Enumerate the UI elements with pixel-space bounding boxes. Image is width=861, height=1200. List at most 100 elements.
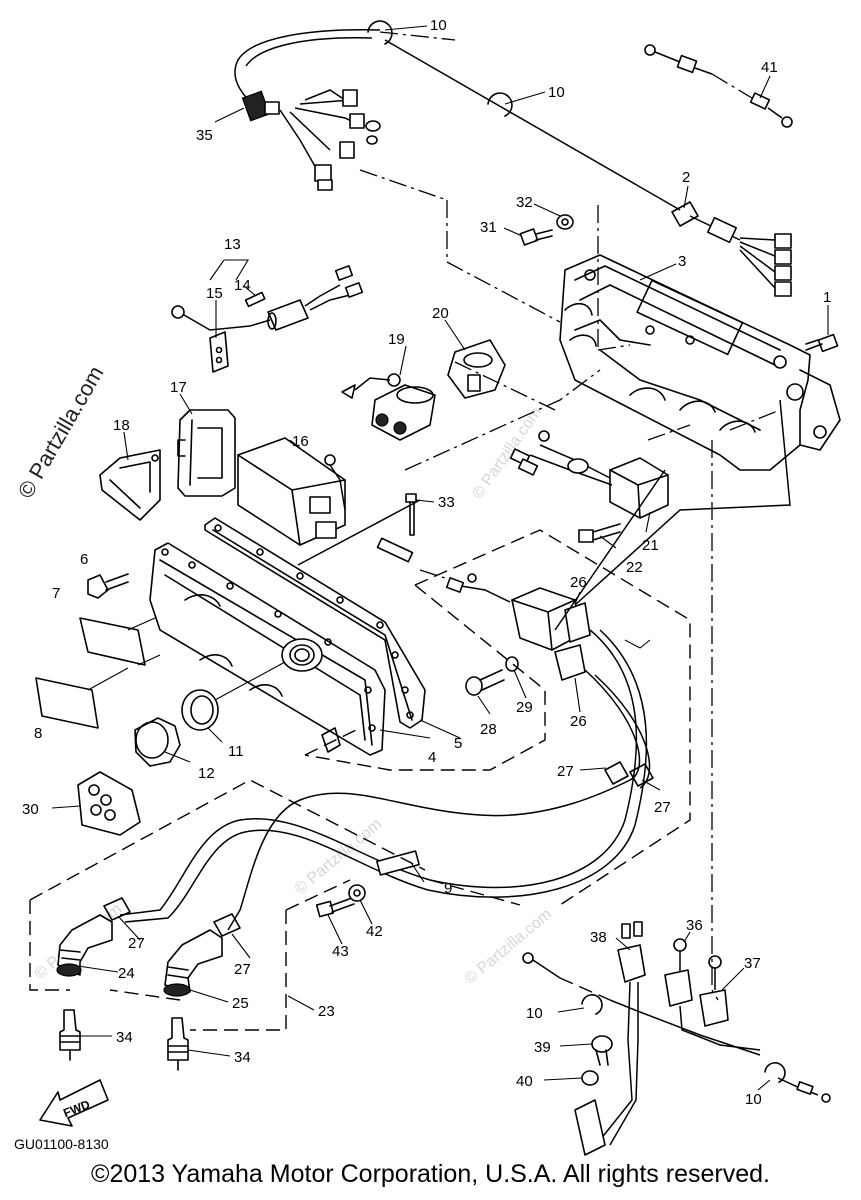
gasket-part-5[interactable]: [204, 517, 426, 729]
spark-plug-part-34[interactable]: [59, 1009, 189, 1071]
ignition-coil-part-21[interactable]: [509, 430, 669, 519]
callout-2: 2: [682, 169, 690, 186]
wire-harness-part-35[interactable]: [234, 29, 381, 191]
bracket-part-18[interactable]: [99, 449, 161, 521]
collar-part-42[interactable]: [348, 884, 366, 902]
watermark-faint: © Partzilla.com: [469, 404, 545, 502]
bolt-part-6[interactable]: [87, 573, 129, 599]
callout-37: 37: [744, 955, 761, 972]
callout-30: 30: [22, 801, 39, 818]
terminal-icon: [467, 573, 477, 583]
callout-31: 31: [480, 219, 497, 236]
fuse-part-14[interactable]: [244, 291, 266, 308]
callout-43: 43: [332, 943, 349, 960]
callout-39: 39: [534, 1039, 551, 1056]
callout-40: 40: [516, 1073, 533, 1090]
callout-9: 9: [444, 880, 452, 897]
callout-13: 13: [224, 236, 241, 253]
holder-part-30[interactable]: [77, 771, 141, 836]
callout-38: 38: [590, 929, 607, 946]
bolt-part-1[interactable]: [805, 333, 839, 353]
callout-27: 27: [234, 961, 251, 978]
callout-24: 24: [118, 965, 135, 982]
wire-lead: [454, 584, 511, 603]
cap-part-12[interactable]: [134, 717, 181, 767]
switch-part-37[interactable]: [699, 955, 729, 1027]
callout-29: 29: [516, 699, 533, 716]
washer-part-32[interactable]: [556, 214, 574, 230]
bracket-part-17[interactable]: [177, 409, 236, 497]
starter-relay-part-19[interactable]: [341, 373, 436, 441]
callout-42: 42: [366, 923, 383, 940]
plug-cap-part-25[interactable]: [163, 929, 223, 997]
callout-14: 14: [234, 277, 251, 294]
label-part-7[interactable]: [79, 617, 146, 666]
bolt-part-22[interactable]: [578, 523, 621, 543]
bolt-part-28[interactable]: [465, 669, 505, 696]
callout-26: 26: [570, 713, 587, 730]
callout-27: 27: [654, 799, 671, 816]
fuse-holder-part-15[interactable]: [171, 265, 364, 373]
callout-25: 25: [232, 995, 249, 1012]
sleeve-part[interactable]: [376, 537, 414, 563]
callout-1: 1: [823, 289, 831, 306]
wire-leads-lower: [522, 952, 831, 1156]
rubber-cap-part-20[interactable]: [447, 339, 506, 399]
bolt-part-39[interactable]: [591, 1035, 613, 1066]
o-ring-part-11[interactable]: [181, 689, 219, 731]
callout-10: 10: [430, 17, 447, 34]
callout-7: 7: [52, 585, 60, 602]
callout-22: 22: [626, 559, 643, 576]
leader-line: [127, 617, 161, 666]
callout-5: 5: [454, 735, 462, 752]
connector-harness-part-2[interactable]: [671, 201, 792, 297]
callout-35: 35: [196, 127, 213, 144]
switch-part-38[interactable]: [599, 921, 646, 1146]
callout-17: 17: [170, 379, 187, 396]
copyright-notice: ©2013 Yamaha Motor Corporation, U.S.A. A…: [91, 1160, 770, 1188]
bolt-part-31[interactable]: [519, 228, 553, 246]
callout-20: 20: [432, 305, 449, 322]
leader-line: [87, 667, 129, 691]
watermark-partzilla: © Partzilla.com: [13, 362, 109, 503]
callout-28: 28: [480, 721, 497, 738]
callout-12: 12: [198, 765, 215, 782]
callout-34: 34: [116, 1029, 133, 1046]
callout-10: 10: [548, 84, 565, 101]
callout-27: 27: [128, 935, 145, 952]
callout-4: 4: [428, 749, 436, 766]
callout-8: 8: [34, 725, 42, 742]
sleeve-part-9[interactable]: [376, 850, 420, 876]
callout-19: 19: [388, 331, 405, 348]
washer-part-40[interactable]: [581, 1070, 599, 1086]
callout-15: 15: [206, 285, 223, 302]
clip-part-27[interactable]: [103, 761, 654, 937]
cable-tie-part-33[interactable]: [405, 493, 417, 536]
callout-16: 16: [292, 433, 309, 450]
bolt-part-43[interactable]: [315, 897, 355, 918]
exploded-parts-diagram: © Partzilla.com © Partzilla.com © Partzi…: [13, 17, 841, 1156]
washer-part-29[interactable]: [505, 656, 519, 672]
plug-cap-part-24[interactable]: [56, 914, 113, 977]
lead-wire-part-41[interactable]: [644, 44, 793, 128]
clamp-part-10-lower[interactable]: [581, 994, 786, 1083]
wire-lead: [384, 39, 681, 211]
ignition-coil-part-26[interactable]: [511, 587, 591, 681]
clamp-part-10-top[interactable]: [367, 20, 513, 117]
cover-part-4[interactable]: [149, 542, 386, 756]
connector-cap: [445, 577, 465, 593]
callout-18: 18: [113, 417, 130, 434]
callout-21: 21: [642, 537, 659, 554]
callout-11: 11: [228, 743, 244, 760]
electrical-box-part-3[interactable]: [559, 254, 841, 471]
cdi-unit-part-16[interactable]: [237, 437, 346, 546]
callout-27: 27: [557, 763, 574, 780]
callout-leaders: [51, 25, 829, 1091]
label-part-8[interactable]: [35, 677, 99, 729]
callout-labels: 10 10 41 2 32 31 3 1 35 13 14 15 20 19 1…: [22, 17, 831, 1108]
callout-3: 3: [678, 253, 686, 270]
switch-part-36[interactable]: [664, 938, 761, 1051]
callout-10: 10: [745, 1091, 762, 1108]
callout-33: 33: [438, 494, 455, 511]
callout-26: 26: [570, 574, 587, 591]
